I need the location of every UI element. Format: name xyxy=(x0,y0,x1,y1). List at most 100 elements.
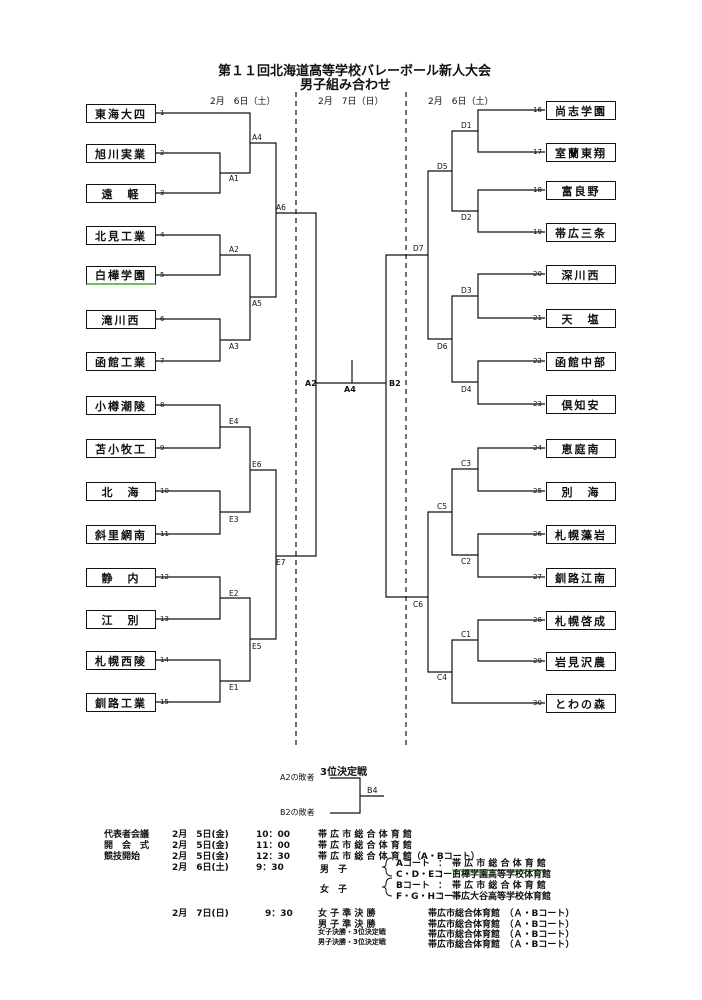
schedule-event: 代表者会議 xyxy=(104,830,150,840)
match-d4: D4 xyxy=(461,385,472,394)
match-d2: D2 xyxy=(461,213,472,222)
schedule-venue: 帯 広 市 総 合 体 育 館（A・Bコート） xyxy=(318,852,480,862)
schedule-time: 12：30 xyxy=(256,852,291,862)
team-number-right: 26 xyxy=(533,530,542,538)
team-number-right: 18 xyxy=(533,186,542,194)
day2-venue: 帯広市総合体育館 （Ａ・Bコート） xyxy=(428,920,575,930)
team-box-right: とわの森 xyxy=(546,694,616,713)
match-a2: A2 xyxy=(229,245,239,254)
team-number-right: 23 xyxy=(533,400,542,408)
match-c5: C5 xyxy=(437,502,448,511)
schedule-venue: 帯 広 市 総 合 体 育 館 xyxy=(318,830,412,840)
team-box-right: 天 塩 xyxy=(546,309,616,328)
team-number-left: 14 xyxy=(160,656,169,664)
match-d5: D5 xyxy=(437,162,448,171)
team-box-left: 旭川実業 xyxy=(86,144,156,163)
schedule-time: 10：00 xyxy=(256,830,291,840)
team-box-left: 函館工業 xyxy=(86,352,156,371)
final-right-label: B2 xyxy=(389,379,401,388)
team-number-left: 12 xyxy=(160,573,169,581)
team-number-right: 22 xyxy=(533,357,542,365)
team-number-right: 20 xyxy=(533,270,542,278)
page-subtitle: 男子組み合わせ xyxy=(300,78,392,93)
team-number-left: 8 xyxy=(160,401,165,409)
team-number-right: 29 xyxy=(533,657,542,665)
match-e1: E1 xyxy=(229,683,239,692)
date-left: 2月 6日（土） xyxy=(210,97,276,107)
date-center: 2月 7日（日） xyxy=(318,97,384,107)
team-box-right: 恵庭南 xyxy=(546,439,616,458)
match-d6: D6 xyxy=(437,342,448,351)
team-box-left: 遠 軽 xyxy=(86,184,156,203)
match-a5: A5 xyxy=(252,299,262,308)
match-e5: E5 xyxy=(252,642,262,651)
team-number-left: 15 xyxy=(160,698,169,706)
team-number-left: 11 xyxy=(160,530,169,538)
third-place-match: B4 xyxy=(367,786,378,795)
team-box-left: 釧路工業 xyxy=(86,693,156,712)
team-box-right: 倶知安 xyxy=(546,395,616,414)
team-number-left: 7 xyxy=(160,357,165,365)
third-place-loser-a2: A2の敗者 xyxy=(280,773,315,782)
team-number-right: 24 xyxy=(533,444,542,452)
team-box-left: 札幌西陵 xyxy=(86,651,156,670)
schedule-time: 9：30 xyxy=(256,863,284,873)
courts-male-label: 男 子 xyxy=(320,865,348,875)
team-number-left: 13 xyxy=(160,615,169,623)
team-number-left: 5 xyxy=(160,271,165,279)
match-a3: A3 xyxy=(229,342,239,351)
day2-time: 9：30 xyxy=(265,909,293,919)
day2-event: 男 子 準 決 勝 xyxy=(318,920,376,930)
match-e4: E4 xyxy=(229,417,239,426)
match-d1: D1 xyxy=(461,121,472,130)
schedule-date: 2月 5日(金) xyxy=(172,830,229,840)
court-name: F・G・Hコート xyxy=(396,892,463,902)
schedule-date: 2月 6日(土) xyxy=(172,863,229,873)
team-box-left: 滝川西 xyxy=(86,310,156,329)
team-box-right: 岩見沢農 xyxy=(546,652,616,671)
date-right: 2月 6日（土） xyxy=(428,97,494,107)
match-a6: A6 xyxy=(276,203,286,212)
day2-event: 女子決勝・3位決定戦 xyxy=(318,928,386,936)
team-number-left: 10 xyxy=(160,487,169,495)
court-sep: ： xyxy=(438,892,448,902)
final-left-label: A2 xyxy=(305,379,317,388)
match-c2: C2 xyxy=(461,557,472,566)
court-name: C・D・Eコート xyxy=(396,870,462,880)
schedule-date: 2月 5日(金) xyxy=(172,852,229,862)
court-venue: 白樺学園高等学校体育館 xyxy=(452,870,552,880)
team-box-right: 深川西 xyxy=(546,265,616,284)
day2-event: 女 子 準 決 勝 xyxy=(318,909,376,919)
court-sep: ： xyxy=(438,859,448,869)
day2-venue: 帯広市総合体育館 （Ａ・Bコート） xyxy=(428,909,575,919)
team-number-left: 3 xyxy=(160,189,165,197)
team-box-right: 別 海 xyxy=(546,482,616,501)
day2-event: 男子決勝・3位決定戦 xyxy=(318,938,386,946)
match-a1: A1 xyxy=(229,174,239,183)
court-name: Bコート xyxy=(396,881,430,891)
schedule-event: 開 会 式 xyxy=(104,841,150,851)
team-box-right: 釧路江南 xyxy=(546,568,616,587)
court-sep: ： xyxy=(438,870,448,880)
team-number-right: 27 xyxy=(533,573,542,581)
court-name: Aコート xyxy=(396,859,430,869)
team-box-left: 江 別 xyxy=(86,610,156,629)
team-number-right: 17 xyxy=(533,148,542,156)
match-d7: D7 xyxy=(413,244,424,253)
team-box-right: 帯広三条 xyxy=(546,223,616,242)
team-box-left: 北見工業 xyxy=(86,226,156,245)
team-box-left: 静 内 xyxy=(86,568,156,587)
team-box-right: 札幌藻岩 xyxy=(546,525,616,544)
match-c6: C6 xyxy=(413,600,424,609)
match-e3: E3 xyxy=(229,515,239,524)
day2-venue: 帯広市総合体育館 （Ａ・Bコート） xyxy=(428,930,575,940)
schedule-time: 11：00 xyxy=(256,841,291,851)
court-venue: 帯広大谷高等学校体育館 xyxy=(452,892,552,902)
team-number-right: 30 xyxy=(533,699,542,707)
team-number-right: 28 xyxy=(533,616,542,624)
day2-venue: 帯広市総合体育館 （Ａ・Bコート） xyxy=(428,940,575,950)
team-box-left: 北 海 xyxy=(86,482,156,501)
final-center-label: A4 xyxy=(344,385,356,394)
team-number-left: 4 xyxy=(160,231,165,239)
